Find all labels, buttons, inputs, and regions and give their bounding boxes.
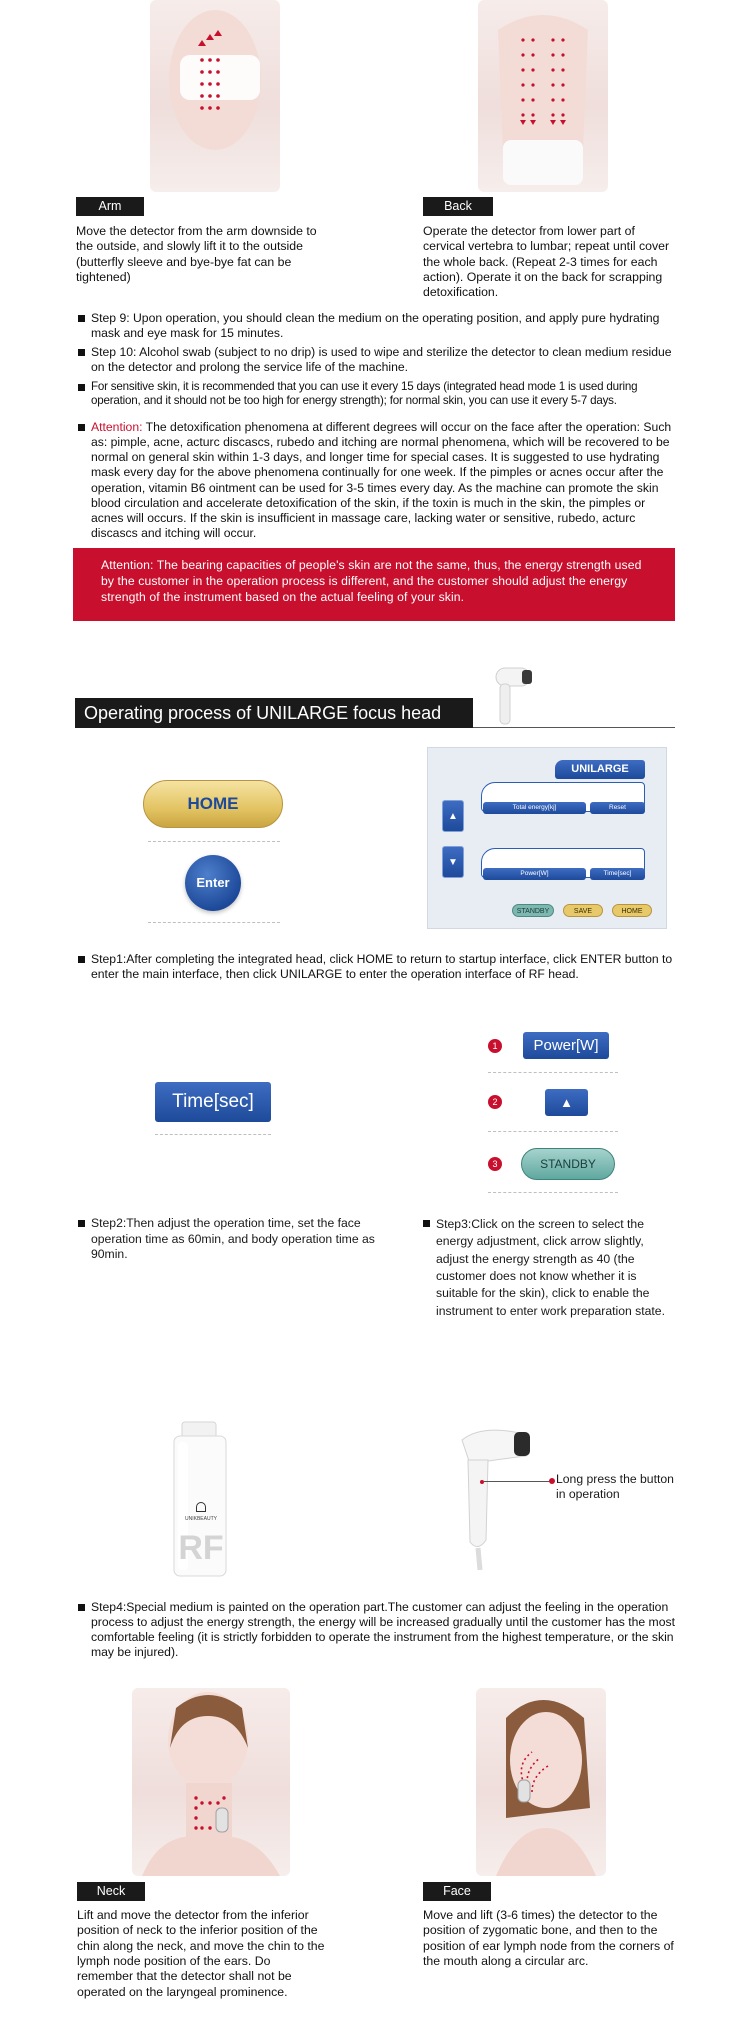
neck-description: Lift and move the detector from the infe… bbox=[77, 1908, 325, 1999]
home-pill: HOME bbox=[612, 904, 652, 917]
callout-dot-icon bbox=[549, 1478, 555, 1484]
step3-number-2: 2 bbox=[488, 1095, 502, 1109]
attention-label: Attention: bbox=[91, 420, 143, 434]
step3-number-3: 3 bbox=[488, 1157, 502, 1171]
bottle-logo-icon bbox=[196, 1502, 206, 1512]
step3-number-1: 1 bbox=[488, 1039, 502, 1053]
bottle-letters: RF bbox=[178, 1529, 224, 1567]
focus-head-device-icon bbox=[478, 662, 538, 728]
bullet-square-icon bbox=[78, 956, 85, 963]
neck-photo bbox=[132, 1688, 290, 1876]
section-title-bar: Operating process of UNILARGE focus head bbox=[75, 698, 473, 728]
attention-note: Attention: The detoxification phenomena … bbox=[78, 420, 676, 541]
face-photo bbox=[476, 1688, 606, 1876]
reset-field: Reset bbox=[590, 802, 645, 814]
medium-bottle-image: UNIKBEAUTY RF bbox=[168, 1420, 234, 1580]
arrow-up-button-icon: ▲ bbox=[545, 1089, 588, 1116]
rf-device-image bbox=[452, 1420, 542, 1571]
callout-line bbox=[484, 1481, 554, 1482]
section-title: Operating process of UNILARGE focus head bbox=[84, 703, 442, 723]
power-field: Power[W] bbox=[483, 868, 586, 880]
standby-pill: STANDBY bbox=[512, 904, 554, 917]
time-field: Time[sec] bbox=[590, 868, 645, 880]
enter-label: Enter bbox=[196, 875, 230, 890]
dashed-divider bbox=[488, 1192, 618, 1193]
step-3: Step3:Click on the screen to select the … bbox=[423, 1216, 678, 1320]
arm-tag: Arm bbox=[76, 197, 144, 216]
neck-tag: Neck bbox=[77, 1882, 145, 1901]
unilarge-screen-mockup: UNILARGE Total energy[kj] Reset Power[W]… bbox=[427, 747, 667, 929]
time-sec-button-graphic: Time[sec] bbox=[155, 1082, 271, 1122]
neck-diagram bbox=[142, 1692, 280, 1876]
enter-button-graphic: Enter bbox=[185, 855, 241, 911]
back-photo bbox=[478, 0, 608, 192]
bullet-square-icon bbox=[423, 1220, 430, 1227]
arrow-up-icon: ▲ bbox=[442, 800, 464, 832]
bottle-brand: UNIKBEAUTY bbox=[185, 1516, 217, 1522]
dashed-divider bbox=[488, 1131, 618, 1132]
arm-description: Move the detector from the arm downside … bbox=[76, 224, 317, 285]
long-press-note: Long press the button in operation bbox=[556, 1472, 674, 1502]
section-title-underline bbox=[473, 727, 675, 728]
attention-text: The detoxification phenomena at differen… bbox=[91, 420, 672, 540]
face-diagram bbox=[496, 1700, 596, 1876]
dashed-divider bbox=[155, 1134, 271, 1135]
step-2: Step2:Then adjust the operation time, se… bbox=[78, 1216, 378, 1263]
back-tag: Back bbox=[423, 197, 493, 216]
bullet-square-icon bbox=[78, 1604, 85, 1611]
home-button-graphic: HOME bbox=[143, 780, 283, 828]
face-tag: Face bbox=[423, 1882, 491, 1901]
bullet-square-icon bbox=[78, 349, 85, 356]
arm-photo bbox=[150, 0, 280, 192]
arm-diagram bbox=[169, 10, 261, 150]
standby-button-graphic: STANDBY bbox=[521, 1148, 615, 1180]
bullet-square-icon bbox=[78, 384, 85, 391]
back-diagram bbox=[498, 15, 588, 185]
bullet-square-icon bbox=[78, 424, 85, 431]
step-9: Step 9: Upon operation, you should clean… bbox=[78, 311, 676, 341]
total-energy-field: Total energy[kj] bbox=[483, 802, 586, 814]
back-description: Operate the detector from lower part of … bbox=[423, 224, 670, 300]
step-1: Step1:After completing the integrated he… bbox=[78, 952, 676, 982]
bullet-square-icon bbox=[78, 315, 85, 322]
dashed-divider bbox=[488, 1072, 618, 1073]
home-label: HOME bbox=[187, 794, 239, 813]
dashed-divider bbox=[148, 922, 280, 923]
sensitive-skin-note: For sensitive skin, it is recommended th… bbox=[78, 380, 676, 409]
bullet-square-icon bbox=[78, 1220, 85, 1227]
attention-box-text: Attention: The bearing capacities of peo… bbox=[101, 558, 642, 605]
step-4: Step4:Special medium is painted on the o… bbox=[78, 1600, 676, 1661]
dashed-divider bbox=[148, 841, 280, 842]
save-pill: SAVE bbox=[563, 904, 603, 917]
step-10: Step 10: Alcohol swab (subject to no dri… bbox=[78, 345, 676, 375]
screen-title-badge: UNILARGE bbox=[555, 760, 645, 779]
arrow-down-icon: ▼ bbox=[442, 846, 464, 878]
power-button-graphic: Power[W] bbox=[523, 1032, 609, 1059]
face-description: Move and lift (3-6 times) the detector t… bbox=[423, 1908, 674, 1969]
attention-box: Attention: The bearing capacities of peo… bbox=[73, 548, 675, 621]
